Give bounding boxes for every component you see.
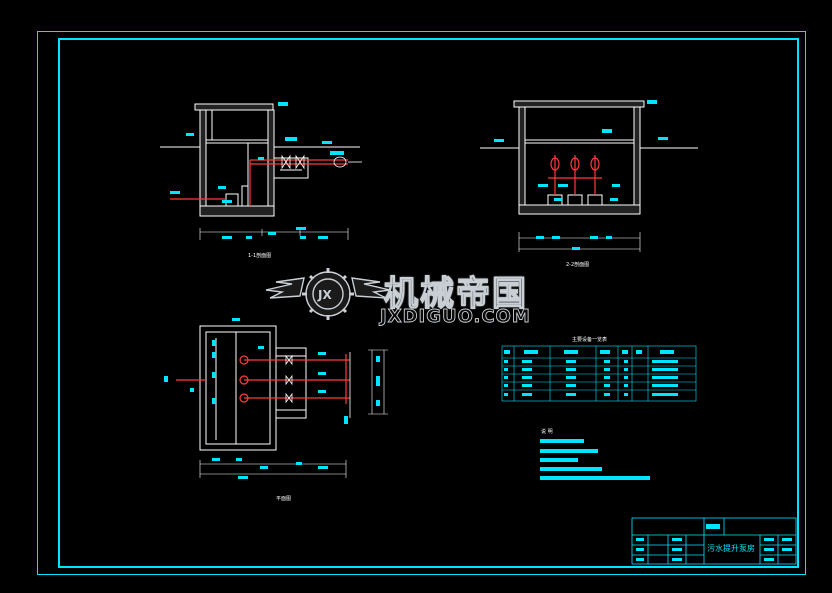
- section-2-2-pumps: [548, 155, 602, 195]
- plan-pipes: [176, 354, 350, 404]
- section-1-1-caption: 1-1剖面图: [248, 253, 272, 259]
- notes-block: [540, 439, 650, 480]
- pump-icon: [239, 355, 249, 365]
- plan-drawing: [199, 325, 307, 451]
- notes-title: 说 明: [541, 429, 553, 435]
- section-1-1-annotations: [170, 102, 344, 239]
- plan-annotations: [164, 318, 380, 479]
- pump-icon: [239, 375, 249, 385]
- equipment-table: [501, 345, 697, 402]
- inner-frame: [58, 38, 799, 568]
- section-1-1-pipes: [170, 159, 348, 206]
- valve-icon: [281, 154, 291, 170]
- equipment-table-cells: [504, 350, 678, 396]
- title-block: [631, 517, 797, 565]
- valve-icon: [285, 374, 293, 386]
- section-1-1-fittings: [281, 154, 362, 170]
- pump-icon: [570, 157, 580, 171]
- section-2-2-annotations: [494, 100, 668, 250]
- valve-icon: [285, 392, 293, 404]
- winged-gear-logo-icon: JX: [265, 268, 391, 320]
- section-1-1-drawing: [160, 103, 360, 217]
- plan-dimensions: [199, 349, 388, 478]
- pump-icon: [239, 393, 249, 403]
- title-block-drawing-name: 污水提升泵房: [707, 544, 755, 553]
- watermark-chinese-text: 机械帝国: [383, 273, 528, 314]
- plan-valves: [285, 352, 351, 418]
- watermark-english-text: JXDIGUO.COM: [380, 306, 531, 328]
- equipment-table-title: 主要设备一览表: [572, 337, 608, 343]
- plan-caption: 平面图: [276, 496, 292, 502]
- outer-frame: [37, 31, 806, 575]
- title-block-cells: [636, 524, 792, 561]
- section-2-2-drawing: [480, 100, 698, 215]
- valve-icon: [295, 154, 305, 170]
- section-2-2-caption: 2-2剖面图: [566, 262, 590, 268]
- watermark-badge: JX: [317, 288, 332, 302]
- valve-icon: [285, 354, 293, 366]
- pump-icon: [590, 157, 600, 171]
- pump-icon: [550, 157, 560, 171]
